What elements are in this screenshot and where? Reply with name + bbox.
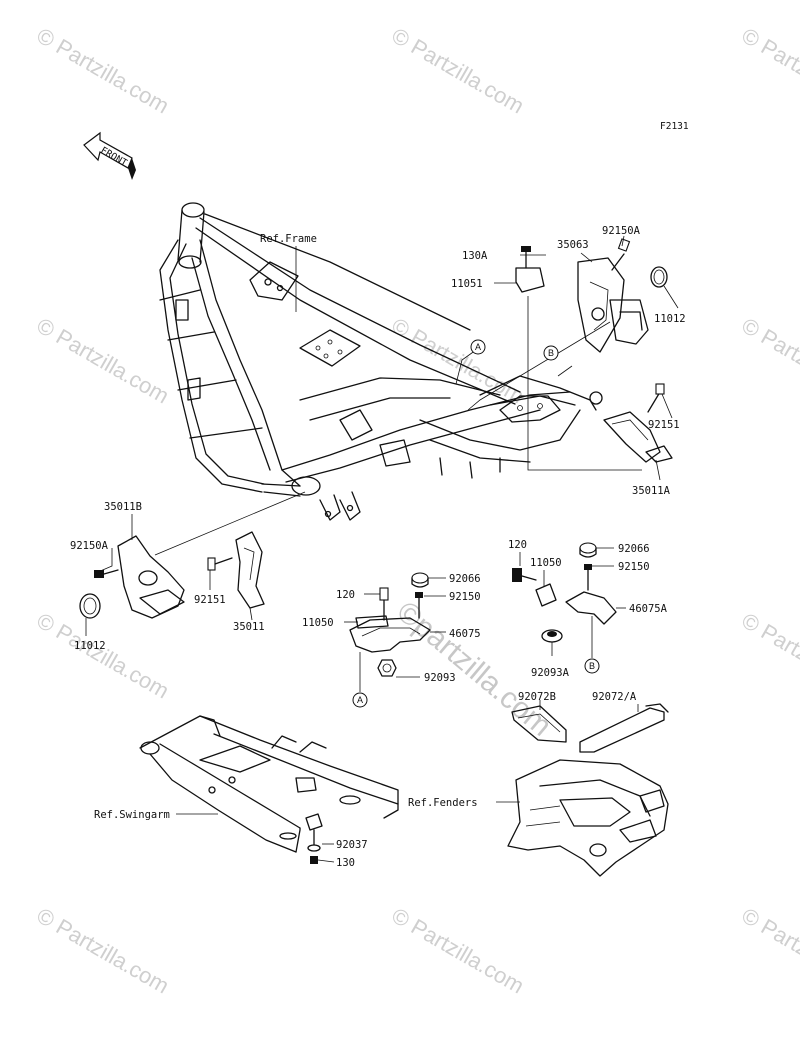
watermark-text: © Partzilla.com bbox=[738, 608, 800, 704]
callout-a-lower-label: A bbox=[357, 695, 363, 705]
part-label-11012-right: 11012 bbox=[654, 313, 686, 325]
part-label-46075: 46075 bbox=[449, 628, 481, 640]
part-label-92066-right: 92066 bbox=[618, 543, 650, 555]
middle-bracket-assembly bbox=[349, 572, 431, 677]
part-label-92150A-left: 92150A bbox=[70, 540, 109, 552]
part-label-35011: 35011 bbox=[233, 621, 265, 633]
callout-a-lower: A bbox=[352, 692, 368, 708]
part-label-46075A: 46075A bbox=[629, 603, 668, 615]
leader-92151-right bbox=[661, 393, 673, 419]
watermark-text: © Partzilla.com bbox=[738, 313, 800, 409]
leader-92150A-top bbox=[621, 235, 625, 247]
part-label-92093: 92093 bbox=[424, 672, 456, 684]
leader-11012-right bbox=[663, 285, 679, 309]
watermark-text: © Partzilla.com bbox=[33, 313, 174, 409]
part-label-11050-right: 11050 bbox=[530, 557, 562, 569]
watermark-text: © Partzilla.com bbox=[33, 903, 174, 999]
callout-b-lower: B bbox=[584, 658, 600, 674]
watermark-text: © Partzilla.com bbox=[388, 313, 529, 409]
part-label-92072B: 92072B bbox=[518, 691, 556, 703]
part-label-35011A: 35011A bbox=[632, 485, 671, 497]
watermark-text: © Partzilla.com bbox=[33, 608, 174, 704]
part-label-130: 130 bbox=[336, 857, 355, 869]
figure-code: F2131 bbox=[660, 121, 689, 132]
part-label-35063: 35063 bbox=[557, 239, 589, 251]
callout-b-lower-label: B bbox=[589, 661, 595, 671]
upper-right-bracket-assembly bbox=[515, 238, 673, 463]
front-arrow-icon: FRONT bbox=[83, 131, 136, 180]
part-label-130A: 130A bbox=[462, 250, 488, 262]
part-label-11050-mid: 11050 bbox=[302, 617, 334, 629]
part-label-35011B: 35011B bbox=[104, 501, 142, 513]
watermark-text: © Partzilla.com bbox=[388, 23, 529, 119]
part-label-92037: 92037 bbox=[336, 839, 368, 851]
leader-35063 bbox=[580, 252, 593, 263]
part-label-92066-mid: 92066 bbox=[449, 573, 481, 585]
watermark-text: © Partzilla.com bbox=[33, 23, 174, 119]
ref-fenders-label: Ref.Fenders bbox=[408, 797, 478, 809]
part-label-11051: 11051 bbox=[451, 278, 483, 290]
alignment-line bbox=[557, 365, 573, 377]
part-label-92150-mid: 92150 bbox=[449, 591, 481, 603]
ref-swingarm-label: Ref.Swingarm bbox=[94, 809, 170, 821]
watermarks: © Partzilla.com © Partzilla.com © Partzi… bbox=[33, 23, 800, 999]
leader-92150A-left bbox=[97, 548, 113, 573]
watermark-text: © Partzilla.com bbox=[388, 903, 529, 999]
part-label-92151-right: 92151 bbox=[648, 419, 680, 431]
part-label-92151-left: 92151 bbox=[194, 594, 226, 606]
frame-drawing bbox=[159, 202, 603, 521]
part-label-92150-right: 92150 bbox=[618, 561, 650, 573]
callout-b-upper: B bbox=[543, 345, 559, 361]
left-bracket-assembly bbox=[79, 531, 265, 619]
alignment-line bbox=[527, 296, 642, 471]
alignment-line bbox=[154, 491, 306, 556]
alignment-line bbox=[455, 349, 477, 385]
watermark-text: © Partzilla.com bbox=[738, 23, 800, 119]
part-label-120-mid: 120 bbox=[336, 589, 355, 601]
callout-a-label: A bbox=[475, 342, 481, 352]
watermark-text: © Partzilla.com bbox=[738, 903, 800, 999]
callout-b-label: B bbox=[548, 348, 554, 358]
leader-130 bbox=[317, 859, 335, 863]
fender-drawing bbox=[507, 759, 669, 877]
part-label-92093A: 92093A bbox=[531, 667, 570, 679]
alignment-line bbox=[467, 321, 611, 411]
right-middle-bracket-assembly bbox=[512, 542, 617, 643]
callout-a-upper: A bbox=[470, 339, 486, 355]
leader-35011A bbox=[655, 459, 661, 481]
part-label-120-right: 120 bbox=[508, 539, 527, 551]
part-label-11012-left: 11012 bbox=[74, 640, 106, 652]
part-label-92150A-top: 92150A bbox=[602, 225, 641, 237]
swingarm-drawing bbox=[139, 715, 399, 864]
part-label-92072A: 92072/A bbox=[592, 691, 637, 703]
ref-frame-label: Ref.Frame bbox=[260, 233, 317, 245]
leader-35011 bbox=[249, 607, 253, 621]
